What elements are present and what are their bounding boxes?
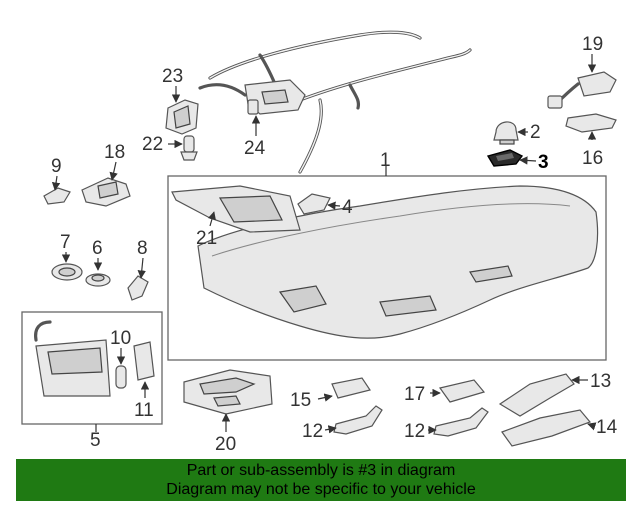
bracket-14 [501,409,592,447]
cover-15 [331,377,371,399]
connector-8 [127,275,149,301]
sun-visor-5 [34,320,111,397]
clip-10 [115,365,127,389]
part-3-highlight [486,149,524,167]
callout-2: 2 [530,122,541,143]
push-pin-22 [180,135,198,161]
callout-7: 7 [60,232,71,253]
callout-24: 24 [244,138,266,159]
grommet-7 [51,263,83,281]
banner-line-1: Part or sub-assembly is #3 in diagram [186,462,456,479]
callout-5: 5 [90,430,101,451]
bracket-18 [81,177,131,207]
callout-9: 9 [51,156,62,177]
lens-16 [565,113,617,133]
callout-21: 21 [196,228,217,249]
bracket-21 [171,185,301,233]
clip-4 [297,193,331,215]
callout-3: 3 [538,152,549,173]
clip-9 [43,187,71,205]
cover-17 [438,379,486,403]
sun-visor-group-box [21,311,163,425]
callout-16: 16 [582,148,603,169]
cap-6 [85,273,111,287]
callout-10: 10 [110,328,131,349]
callout-20: 20 [215,434,236,455]
mirror-cover-11 [133,341,155,381]
callout-17: 17 [404,384,425,405]
banner-line-2: Diagram may not be specific to your vehi… [166,481,476,498]
grab-handle-12-left [333,405,383,435]
leader-lines [51,54,597,435]
callout-11: 11 [134,400,154,421]
wiring-harness [198,30,472,174]
grab-handle-12-right [433,407,489,437]
callout-14: 14 [596,417,618,438]
callout-12-left: 12 [302,421,323,442]
callout-1: 1 [380,150,391,171]
info-banner: Part or sub-assembly is #3 in diagram Di… [16,459,626,501]
callout-8: 8 [137,238,148,259]
callout-4: 4 [342,197,353,218]
callout-15: 15 [290,390,311,411]
callout-23: 23 [162,66,183,87]
callout-22: 22 [142,134,163,155]
bracket-13 [498,373,575,417]
callout-19: 19 [582,34,603,55]
headliner-group-box [167,175,607,361]
retainer-2 [493,121,519,145]
overhead-console-20 [183,369,273,415]
lamp-19 [547,71,617,109]
callout-12-right: 12 [404,421,425,442]
bracket-23 [165,99,199,135]
callout-18: 18 [104,142,125,163]
callout-13: 13 [590,371,611,392]
callout-6: 6 [92,238,103,259]
